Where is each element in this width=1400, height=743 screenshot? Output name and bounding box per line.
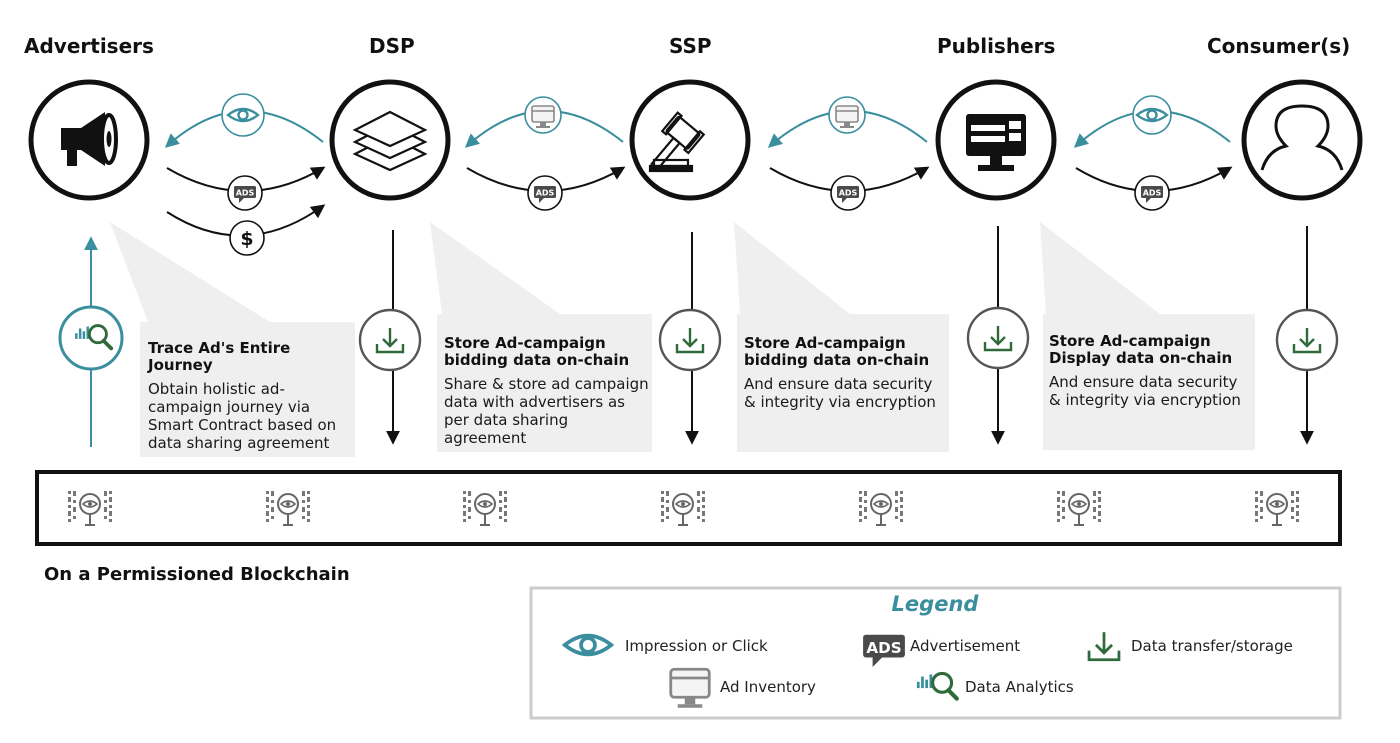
actor-title-ssp: SSP [669, 34, 712, 58]
ads-badge [1134, 175, 1170, 211]
megaphone-icon [61, 112, 118, 166]
callout-box-ssp [737, 314, 949, 452]
ads-badge [227, 175, 263, 211]
actor-title-dsp: DSP [369, 34, 415, 58]
callout-wedge-ssp [734, 222, 850, 314]
eye-icon [1132, 95, 1172, 135]
actor-title-consumers: Consumer(s) [1207, 34, 1351, 58]
legend-label-data-transfer: Data transfer/storage [1131, 637, 1293, 655]
actor-title-advertisers: Advertisers [24, 34, 154, 58]
callout-wedge-publishers [1040, 222, 1160, 314]
legend-label-impression: Impression or Click [625, 637, 768, 655]
callout-title: Store Ad-campaign bidding data on-chain [744, 334, 930, 369]
legend-label-ad-inventory: Ad Inventory [720, 678, 816, 696]
callout-body: Share & store ad campaign data with adve… [444, 375, 649, 447]
ad-inventory-icon [828, 96, 866, 134]
legend-label-advertisement: Advertisement [910, 637, 1021, 655]
legend-box [529, 586, 1342, 720]
callout-title: Trace Ad's Entire Journey [148, 339, 291, 374]
download-icon [1275, 308, 1339, 372]
callout-body: And ensure data security & integrity via… [744, 375, 936, 411]
ads-badge [527, 175, 563, 211]
callout-body: Obtain holistic ad-campaign journey via … [148, 380, 337, 452]
blockchain-band [35, 470, 1342, 546]
layers-icon [352, 110, 428, 172]
callout-box-publishers [1043, 314, 1255, 450]
callout-box-dsp [437, 314, 652, 452]
person-icon [1260, 104, 1344, 171]
gavel-icon [648, 111, 706, 173]
download-icon [658, 308, 722, 372]
callout-ssp-storage: Store Ad-campaign bidding data on-chain … [744, 334, 947, 412]
blockchain-label: On a Permissioned Blockchain [44, 564, 350, 585]
download-icon [358, 308, 422, 372]
actor-title-publishers: Publishers [937, 34, 1056, 58]
ads-badge [830, 175, 866, 211]
callout-wedge-dsp [430, 222, 560, 314]
eye-icon [221, 93, 265, 137]
monitor-icon [966, 114, 1026, 171]
actor-circle-consumers [1241, 79, 1363, 201]
ad-inventory-icon [524, 96, 562, 134]
callout-title: Store Ad-campaign Display data on-chain [1049, 332, 1233, 367]
callout-publishers-storage: Store Ad-campaign Display data on-chain … [1049, 332, 1252, 410]
callout-dsp-storage: Store Ad-campaign bidding data on-chain … [444, 334, 649, 448]
money-badge: $ [229, 220, 265, 256]
legend-title: Legend [891, 592, 979, 616]
actor-circle-ssp [629, 79, 751, 201]
callout-trace-journey: Trace Ad's Entire Journey Obtain holisti… [148, 339, 353, 453]
money-badge-label: $ [240, 228, 253, 250]
callout-wedge-advertisers [110, 222, 270, 322]
analytics-icon [58, 305, 124, 371]
callout-box-advertisers [140, 322, 355, 457]
legend-label-data-analytics: Data Analytics [965, 678, 1074, 696]
callout-body: And ensure data security & integrity via… [1049, 373, 1241, 409]
callout-title: Store Ad-campaign bidding data on-chain [444, 334, 630, 369]
download-icon [966, 306, 1030, 370]
